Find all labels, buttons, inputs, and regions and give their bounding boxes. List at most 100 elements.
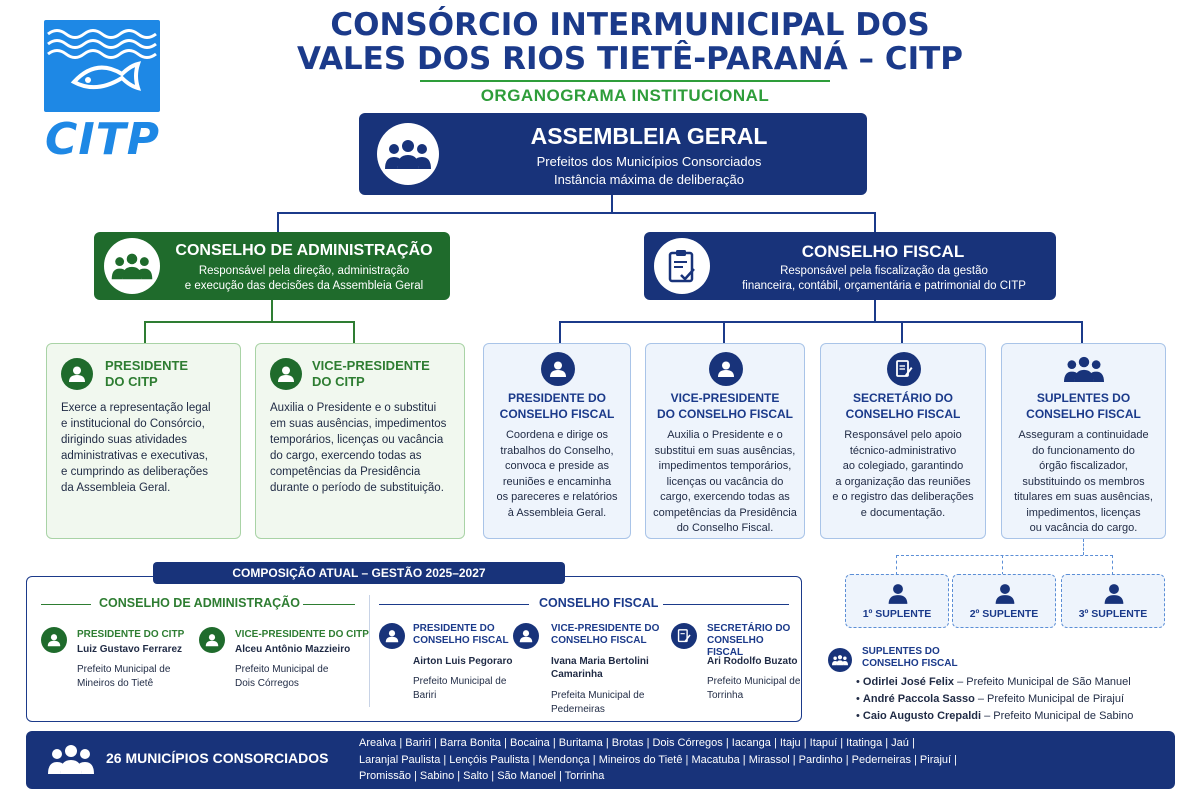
person-icon xyxy=(541,352,575,386)
title-divider xyxy=(420,80,830,82)
connector xyxy=(874,300,876,322)
member-name: Ari Rodolfo Buzato xyxy=(707,656,798,667)
desc-line: e cumprindo as deliberações xyxy=(61,466,209,478)
municipios-footer: 26 MUNICÍPIOS CONSORCIADOS Arealva | Bar… xyxy=(26,731,1175,789)
desc-line: do funcionamento do xyxy=(1032,444,1135,457)
desc-line: órgão fiscalizador, xyxy=(1039,460,1128,472)
suplente-box-1: 1º SUPLENTE xyxy=(845,574,949,628)
person-icon xyxy=(61,358,93,390)
member-title: VICE-PRESIDENTE DO CITP xyxy=(235,629,369,640)
desc-line: licenças ou vacância do xyxy=(666,475,784,488)
suplente-label: 2º SUPLENTE xyxy=(969,608,1039,620)
member-role-line-1: Prefeito Municipal de xyxy=(707,676,801,687)
desc-line: reuniões e encaminha xyxy=(502,475,612,488)
desc-line: em suas ausências, impedimentos xyxy=(270,418,447,430)
member-role-line-2: Bariri xyxy=(413,690,437,701)
suplentes-list-title-line-1: SUPLENTES DO xyxy=(862,646,940,657)
suplente-list-item: • André Paccola Sasso – Prefeito Municip… xyxy=(856,693,1124,705)
person-icon xyxy=(379,623,405,649)
role-description: Responsável pelo apoio técnico-administr… xyxy=(821,428,985,521)
member-title-line-1: VICE-PRESIDENTE DO xyxy=(551,623,660,634)
section-rule xyxy=(41,604,91,605)
connector xyxy=(874,212,876,232)
clipboard-check-icon xyxy=(654,238,710,294)
desc-line: dirigindo suas atividades xyxy=(61,434,187,446)
desc-line: administrativas e executivas, xyxy=(61,450,209,462)
member-role-line-1: Prefeito Municipal de xyxy=(77,664,171,675)
group-icon xyxy=(828,648,852,672)
desc-line: da Assembleia Geral. xyxy=(61,482,171,494)
member-role-line-1: Prefeito Municipal de xyxy=(235,664,329,675)
suplente-label: 3º SUPLENTE xyxy=(1078,608,1148,620)
conselho-admin-line-2: e execução das decisões da Assembleia Ge… xyxy=(184,280,424,292)
desc-line: técnico-administrativo xyxy=(849,444,957,457)
desc-line: e documentação. xyxy=(860,506,946,519)
desc-line: temporários, licenças ou vacância xyxy=(270,434,444,446)
connector xyxy=(271,300,273,322)
role-title-line-1: SUPLENTES DO xyxy=(1036,391,1131,405)
desc-line: Responsável pelo apoio xyxy=(844,429,962,441)
suplente-name: André Paccola Sasso xyxy=(862,693,975,705)
member-role-line-2: Mineiros do Tietê xyxy=(77,678,154,689)
municipios-list: Arealva | Bariri | Barra Bonita | Bocain… xyxy=(359,735,1059,785)
municipios-line: Promissão | Sabino | Salto | São Manoel … xyxy=(359,770,605,782)
role-card-suplentes-conselho-fiscal: SUPLENTES DO CONSELHO FISCAL Asseguram a… xyxy=(1001,343,1166,539)
group-icon xyxy=(377,123,439,185)
group-icon xyxy=(104,238,160,294)
composicao-tag: COMPOSIÇÃO ATUAL – GESTÃO 2025–2027 xyxy=(153,562,565,584)
suplente-box-2: 2º SUPLENTE xyxy=(952,574,1056,628)
suplente-role: – Prefeito Municipal de Sabino xyxy=(981,710,1134,722)
person-icon xyxy=(41,627,67,653)
role-description: Exerce a representação legal e instituci… xyxy=(61,400,241,496)
composicao-panel: CONSELHO DE ADMINISTRAÇÃO PRESIDENTE DO … xyxy=(26,576,802,722)
logo-emblem xyxy=(44,20,160,112)
member-name: Luiz Gustavo Ferrarez xyxy=(77,644,183,655)
conselho-administracao-box: CONSELHO DE ADMINISTRAÇÃO Responsável pe… xyxy=(94,232,450,300)
connector xyxy=(611,195,613,213)
member-name-line-1: Ivana Maria Bertolini xyxy=(551,656,649,667)
member-name-line-2: Camarinha xyxy=(551,669,603,680)
connector xyxy=(277,212,876,214)
desc-line: cargo, exercendo todas as xyxy=(660,491,790,503)
role-title-line-2: CONSELHO FISCAL xyxy=(499,407,615,421)
title-line-1: CONSÓRCIO INTERMUNICIPAL DOS xyxy=(330,7,930,43)
desc-line: titulares em suas ausências, xyxy=(1014,491,1153,503)
role-description: Coordena e dirige os trabalhos do Consel… xyxy=(484,428,630,521)
assembleia-geral-box: ASSEMBLEIA GERAL Prefeitos dos Município… xyxy=(359,113,867,195)
dashed-connector xyxy=(896,555,897,575)
desc-line: Auxilia o Presidente e o substitui xyxy=(270,402,437,414)
role-description: Auxilia o Presidente e o substitui em su… xyxy=(646,428,804,537)
role-title-line-2: CONSELHO FISCAL xyxy=(845,407,961,421)
group-icon xyxy=(48,742,94,781)
member-role-line-1: Prefeita Municipal de xyxy=(551,690,645,701)
desc-line: Auxilia o Presidente e o xyxy=(667,429,783,441)
desc-line: competências da Presidência xyxy=(653,506,797,519)
person-icon xyxy=(995,584,1015,604)
assembleia-line-1: Prefeitos dos Municípios Consorciados xyxy=(536,154,762,169)
desc-line: e o registro das deliberações xyxy=(832,491,974,503)
member-title-line-2: CONSELHO FISCAL xyxy=(413,635,509,646)
desc-line: substituindo os membros xyxy=(1022,475,1145,488)
person-icon xyxy=(513,623,539,649)
suplentes-list-title: SUPLENTES DO CONSELHO FISCAL xyxy=(862,646,958,670)
connector xyxy=(559,321,1083,323)
suplente-list-item: • Caio Augusto Crepaldi – Prefeito Munic… xyxy=(856,710,1134,722)
connector xyxy=(353,321,355,343)
desc-line: à Assembleia Geral. xyxy=(507,506,607,519)
section-head-admin: CONSELHO DE ADMINISTRAÇÃO xyxy=(99,596,300,610)
role-card-presidente-conselho-fiscal: PRESIDENTE DO CONSELHO FISCAL Coordena e… xyxy=(483,343,631,539)
connector xyxy=(277,212,279,232)
section-rule xyxy=(303,604,355,605)
document-pen-icon xyxy=(671,623,697,649)
dashed-connector xyxy=(1112,555,1113,575)
role-title-line-2: DO CITP xyxy=(105,374,158,389)
citp-logo: CITP xyxy=(40,16,165,165)
person-icon xyxy=(270,358,302,390)
desc-line: a organização das reuniões xyxy=(835,475,971,488)
suplente-box-3: 3º SUPLENTE xyxy=(1061,574,1165,628)
desc-line: ao colegiado, garantindo xyxy=(842,460,964,472)
member-role-line-2: Dois Córregos xyxy=(235,678,299,689)
desc-line: durante o período de substituição. xyxy=(270,482,444,494)
conselho-fiscal-line-2: financeira, contábil, orçamentária e pat… xyxy=(742,280,1026,292)
member-role-line-1: Prefeito Municipal de xyxy=(413,676,507,687)
